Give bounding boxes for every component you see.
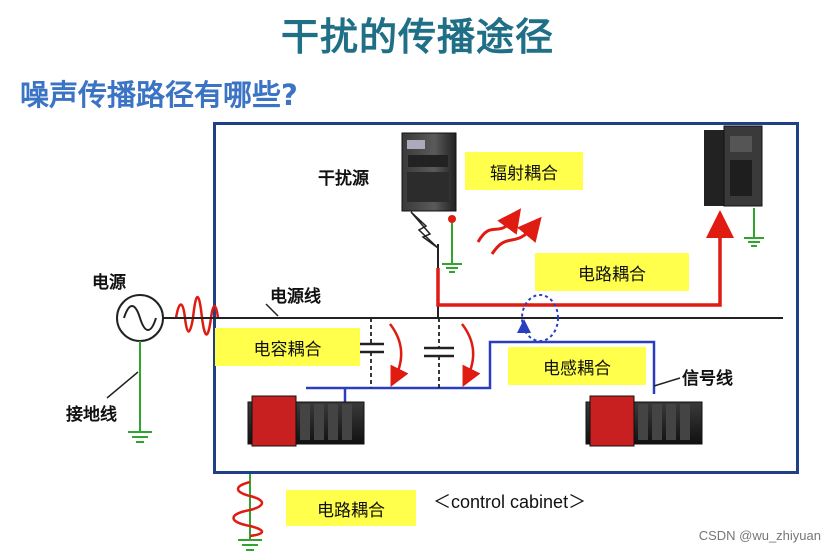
control-cabinet-box bbox=[213, 122, 799, 474]
ac-source-icon bbox=[116, 294, 164, 342]
capacitive-coupling-tag: 电容耦合 bbox=[215, 328, 360, 366]
radiation-arrow bbox=[490, 216, 542, 255]
capacitor-icon bbox=[358, 318, 384, 388]
capacitor-icon bbox=[424, 318, 454, 388]
noise-wave-icon bbox=[174, 295, 220, 336]
capacitive-arrow bbox=[389, 323, 409, 387]
signal-line-label: 信号线 bbox=[682, 369, 733, 389]
inverter-ground-icon bbox=[442, 215, 462, 273]
control-cabinet-caption: ＜control cabinet＞ bbox=[433, 492, 587, 512]
lightning-icon bbox=[410, 211, 439, 249]
page-title: 干扰的传播途径 bbox=[280, 15, 554, 59]
cabinet-ground-icon bbox=[238, 474, 262, 551]
ground-line-label: 接地线 bbox=[66, 405, 117, 425]
ground-label-pointer bbox=[106, 371, 139, 399]
power-source-label: 电源 bbox=[92, 273, 126, 293]
radiation-coupling-tag: 辐射耦合 bbox=[465, 152, 583, 190]
plc-right-icon bbox=[585, 395, 703, 447]
inductive-coupling-tag: 电感耦合 bbox=[508, 347, 646, 385]
circuit-coupling-tag-bottom: 电路耦合 bbox=[286, 490, 416, 526]
power-line-label: 电源线 bbox=[270, 287, 321, 307]
plc-left-icon bbox=[247, 395, 365, 447]
signal-line bbox=[306, 340, 656, 394]
capacitive-arrow bbox=[461, 323, 481, 387]
servo-ground-icon bbox=[744, 208, 764, 247]
circuit-coupling-path bbox=[436, 210, 734, 307]
question-heading: 噪声传播路径有哪些? bbox=[20, 78, 298, 112]
power-line-label-pointer bbox=[265, 303, 279, 317]
servo-drive-icon bbox=[704, 125, 763, 207]
radiation-arrow bbox=[476, 208, 522, 243]
inductive-loop-icon bbox=[521, 294, 559, 342]
source-ground-icon bbox=[128, 341, 152, 443]
signal-label-pointer bbox=[653, 377, 681, 387]
circuit-coupling-tag-top: 电路耦合 bbox=[535, 253, 689, 291]
inverter-icon bbox=[401, 132, 457, 212]
watermark: CSDN @wu_zhiyuan bbox=[698, 528, 821, 543]
noise-source-label: 干扰源 bbox=[318, 169, 369, 189]
ground-noise-wave-icon bbox=[232, 480, 264, 538]
